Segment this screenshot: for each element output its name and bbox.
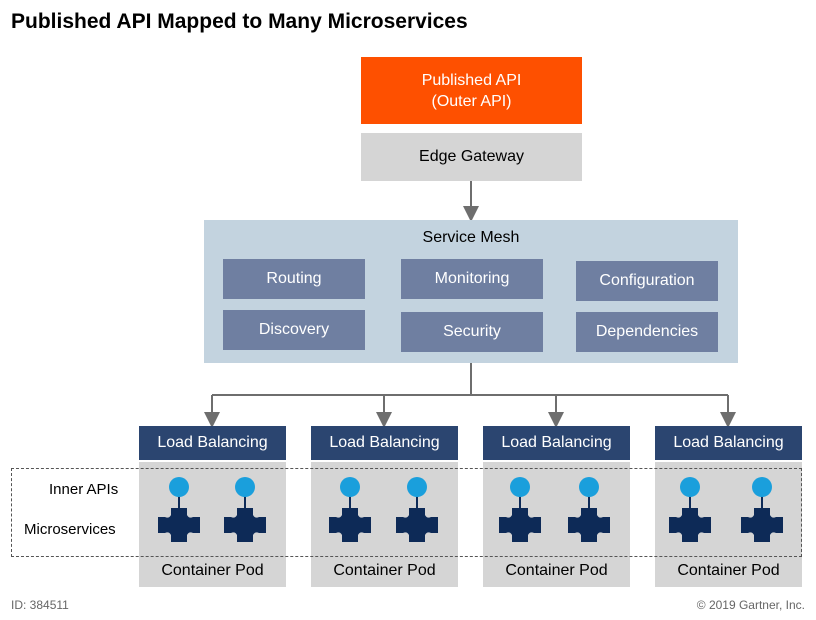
capability-discovery: Discovery	[223, 310, 365, 350]
service-mesh-title: Service Mesh	[422, 229, 520, 246]
load-balancer-2: Load Balancing	[311, 426, 458, 460]
container-pod-label: Container Pod	[505, 562, 608, 579]
capability-dependencies: Dependencies	[576, 312, 718, 352]
published-api-sublabel: (Outer API)	[431, 92, 512, 110]
capability-routing: Routing	[223, 259, 365, 299]
service-mesh-box: Service Mesh Routing Monitoring Configur…	[204, 220, 738, 363]
capability-configuration: Configuration	[576, 261, 718, 301]
inner-apis-label: Inner APIs	[49, 481, 119, 498]
published-api-label: Published API	[421, 71, 522, 89]
diagram-title: Published API Mapped to Many Microservic…	[11, 10, 468, 33]
inner-apis-microservices-boundary	[11, 468, 802, 557]
load-balancer-3: Load Balancing	[483, 426, 630, 460]
edge-gateway-box: Edge Gateway	[361, 133, 582, 181]
load-balancer-4: Load Balancing	[655, 426, 802, 460]
container-pod-label: Container Pod	[333, 562, 436, 579]
published-api-box: Published API (Outer API)	[361, 57, 582, 124]
container-pod-label: Container Pod	[161, 562, 264, 579]
copyright: © 2019 Gartner, Inc.	[696, 598, 805, 612]
figure-id: ID: 384511	[11, 598, 69, 612]
container-pod-label: Container Pod	[677, 562, 780, 579]
edge-gateway-label: Edge Gateway	[419, 148, 524, 165]
capability-monitoring: Monitoring	[401, 259, 543, 299]
capability-security: Security	[401, 312, 543, 352]
microservices-label: Microservices	[24, 521, 116, 538]
load-balancer-1: Load Balancing	[139, 426, 286, 460]
